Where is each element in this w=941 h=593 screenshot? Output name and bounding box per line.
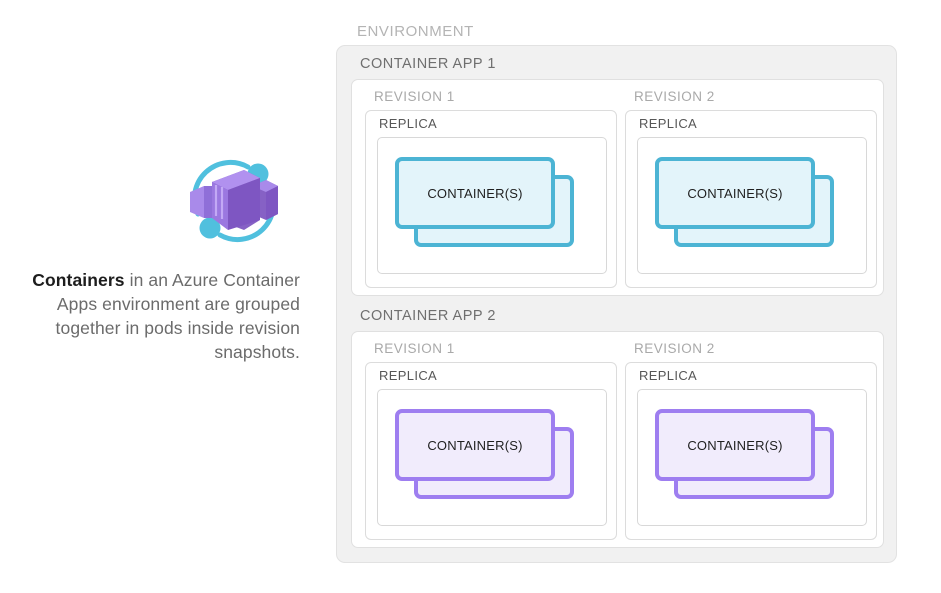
revision-label: REVISION 1 <box>374 89 455 104</box>
caption-rest: in an Azure Container Apps environment a… <box>55 270 300 362</box>
environment-panel: CONTAINER APP 1 REVISION 1 REPLICA CONTA… <box>336 45 897 563</box>
container-stack: CONTAINER(S) <box>395 157 591 257</box>
replica-label: REPLICA <box>379 368 438 383</box>
replica-panel: CONTAINER(S) <box>637 389 867 526</box>
container-box-front: CONTAINER(S) <box>395 157 555 229</box>
revision-panel: REPLICA CONTAINER(S) <box>625 110 877 288</box>
container-box-front: CONTAINER(S) <box>395 409 555 481</box>
container-stack: CONTAINER(S) <box>395 409 591 509</box>
revision-panel: REPLICA CONTAINER(S) <box>365 362 617 540</box>
revision-block: REVISION 2 REPLICA CONTAINER(S) <box>625 89 877 288</box>
caption-lead: Containers <box>32 270 125 290</box>
environment-label: ENVIRONMENT <box>357 23 474 40</box>
revision-panel: REPLICA CONTAINER(S) <box>625 362 877 540</box>
container-box-label: CONTAINER(S) <box>687 437 783 453</box>
revision-label: REVISION 2 <box>634 341 715 356</box>
container-app-block: CONTAINER APP 1 REVISION 1 REPLICA CONTA… <box>351 56 884 296</box>
container-stack: CONTAINER(S) <box>655 409 851 509</box>
revision-block: REVISION 1 REPLICA CONTAINER(S) <box>365 89 617 288</box>
container-app-panel: REVISION 1 REPLICA CONTAINER(S) REVISION <box>351 79 884 296</box>
container-box-label: CONTAINER(S) <box>687 185 783 201</box>
container-app-label: CONTAINER APP 2 <box>360 308 496 324</box>
replica-label: REPLICA <box>379 116 438 131</box>
revision-block: REVISION 1 REPLICA CONTAINER(S) <box>365 341 617 540</box>
revision-block: REVISION 2 REPLICA CONTAINER(S) <box>625 341 877 540</box>
replica-panel: CONTAINER(S) <box>637 137 867 274</box>
container-box-label: CONTAINER(S) <box>427 437 523 453</box>
replica-panel: CONTAINER(S) <box>377 389 607 526</box>
replica-label: REPLICA <box>639 116 698 131</box>
caption-text: Containers in an Azure Container Apps en… <box>0 268 300 364</box>
replica-label: REPLICA <box>639 368 698 383</box>
container-box-label: CONTAINER(S) <box>427 185 523 201</box>
container-app-label: CONTAINER APP 1 <box>360 56 496 72</box>
container-app-block: CONTAINER APP 2 REVISION 1 REPLICA CONTA… <box>351 308 884 548</box>
explanation-column: Containers in an Azure Container Apps en… <box>0 0 320 593</box>
container-stack: CONTAINER(S) <box>655 157 851 257</box>
revision-panel: REPLICA CONTAINER(S) <box>365 110 617 288</box>
revision-label: REVISION 2 <box>634 89 715 104</box>
revision-label: REVISION 1 <box>374 341 455 356</box>
container-box-front: CONTAINER(S) <box>655 157 815 229</box>
container-app-panel: REVISION 1 REPLICA CONTAINER(S) REVISION <box>351 331 884 548</box>
container-box-front: CONTAINER(S) <box>655 409 815 481</box>
replica-panel: CONTAINER(S) <box>377 137 607 274</box>
azure-container-apps-logo <box>182 148 286 252</box>
